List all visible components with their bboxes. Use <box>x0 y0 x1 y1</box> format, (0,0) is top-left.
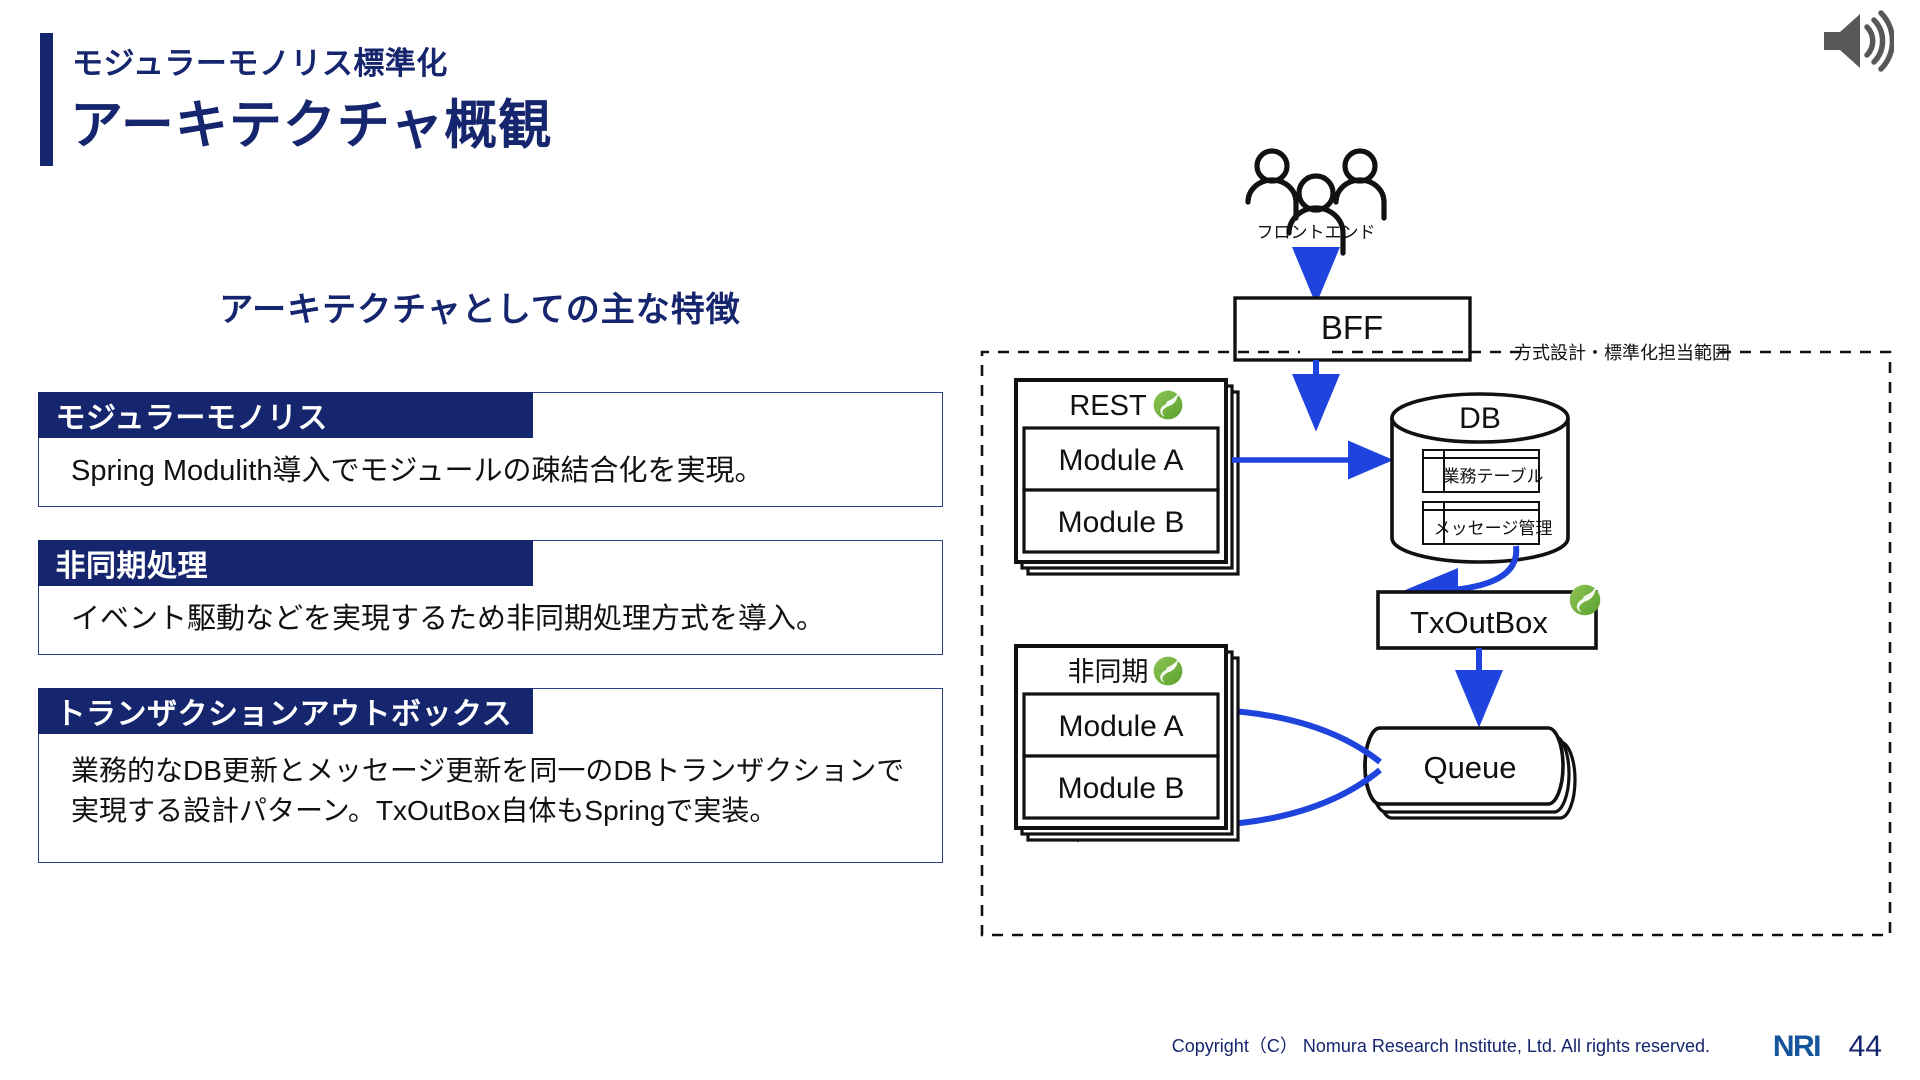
eyebrow-title: モジュラーモノリス標準化 <box>72 46 448 81</box>
title-accent-bar <box>40 33 53 166</box>
bff-box: BFF <box>1233 296 1472 362</box>
feature-card-transaction-outbox: トランザクションアウトボックス 業務的なDB更新とメッセージ更新を同一のDBトラ… <box>37 687 943 863</box>
queue-label: Queue <box>1423 750 1516 785</box>
async-module-a-label: Module A <box>1058 710 1183 743</box>
txoutbox-label: TxOutBox <box>1410 605 1548 640</box>
async-module-b-label: Module B <box>1058 772 1185 805</box>
feature-card-body: 業務的なDB更新とメッセージ更新を同一のDBトランザクションで実現する設計パター… <box>71 755 905 826</box>
rest-module-stack: REST Module A Module B <box>1014 378 1240 576</box>
page-title: アーキテクチャ概観 <box>70 96 553 155</box>
architecture-diagram-svg: フロントエンド BFF 方式設計・標準化担当範囲 REST Module A M… <box>980 148 1892 937</box>
async-module-stack: 非同期 Module A Module B <box>1014 644 1240 842</box>
rest-stack-title: REST <box>1069 390 1147 422</box>
feature-card-body: Spring Modulith導入でモジュールの疎結合化を実現。 <box>71 455 764 487</box>
feature-card-async: 非同期処理 イベント駆動などを実現するため非同期処理方式を導入。 <box>37 539 943 655</box>
rest-module-a-label: Module A <box>1058 444 1183 477</box>
rest-module-b-label: Module B <box>1058 506 1185 539</box>
slide-footer: Copyright（C） Nomura Research Institute, … <box>0 1026 1920 1066</box>
spring-leaf-icon <box>1152 655 1184 687</box>
spring-leaf-icon <box>1152 389 1184 421</box>
features-heading: アーキテクチャとしての主な特徴 <box>219 291 741 329</box>
feature-card-header: 非同期処理 <box>37 539 533 586</box>
people-group-icon <box>1245 148 1387 256</box>
feature-card-body: イベント駆動などを実現するため非同期処理方式を導入。 <box>71 603 826 635</box>
async-stack-title: 非同期 <box>1068 657 1149 687</box>
copyright-text: Copyright（C） Nomura Research Institute, … <box>1171 1036 1710 1056</box>
spring-leaf-icon <box>1568 583 1602 617</box>
speaker-volume-icon[interactable] <box>1818 10 1896 72</box>
nri-logo: NRI <box>1772 1030 1822 1063</box>
scope-boundary <box>980 350 1892 937</box>
feature-card-modular-monolith: モジュラーモノリス Spring Modulith導入でモジュールの疎結合化を実… <box>37 391 943 507</box>
feature-card-header: モジュラーモノリス <box>37 391 533 438</box>
architecture-diagram: フロントエンド BFF 方式設計・標準化担当範囲 REST Module A M… <box>960 130 1920 990</box>
db-table-2-label: メッセージ管理 <box>1434 519 1553 538</box>
scope-label: 方式設計・標準化担当範囲 <box>1514 343 1730 363</box>
feature-card-header: トランザクションアウトボックス <box>37 687 533 734</box>
db-cylinder: DB 業務テーブル メッセージ管理 <box>1390 392 1570 564</box>
queue-cylinder: Queue <box>1363 726 1577 820</box>
frontend-label: フロントエンド <box>1257 223 1376 242</box>
bff-label: BFF <box>1321 309 1383 346</box>
txoutbox-box: TxOutBox <box>1376 583 1602 650</box>
slide-header: モジュラーモノリス標準化 アーキテクチャ概観 <box>0 0 1920 190</box>
page-number: 44 <box>1848 1030 1882 1063</box>
db-title: DB <box>1459 402 1501 435</box>
db-table-1-label: 業務テーブル <box>1443 466 1544 486</box>
